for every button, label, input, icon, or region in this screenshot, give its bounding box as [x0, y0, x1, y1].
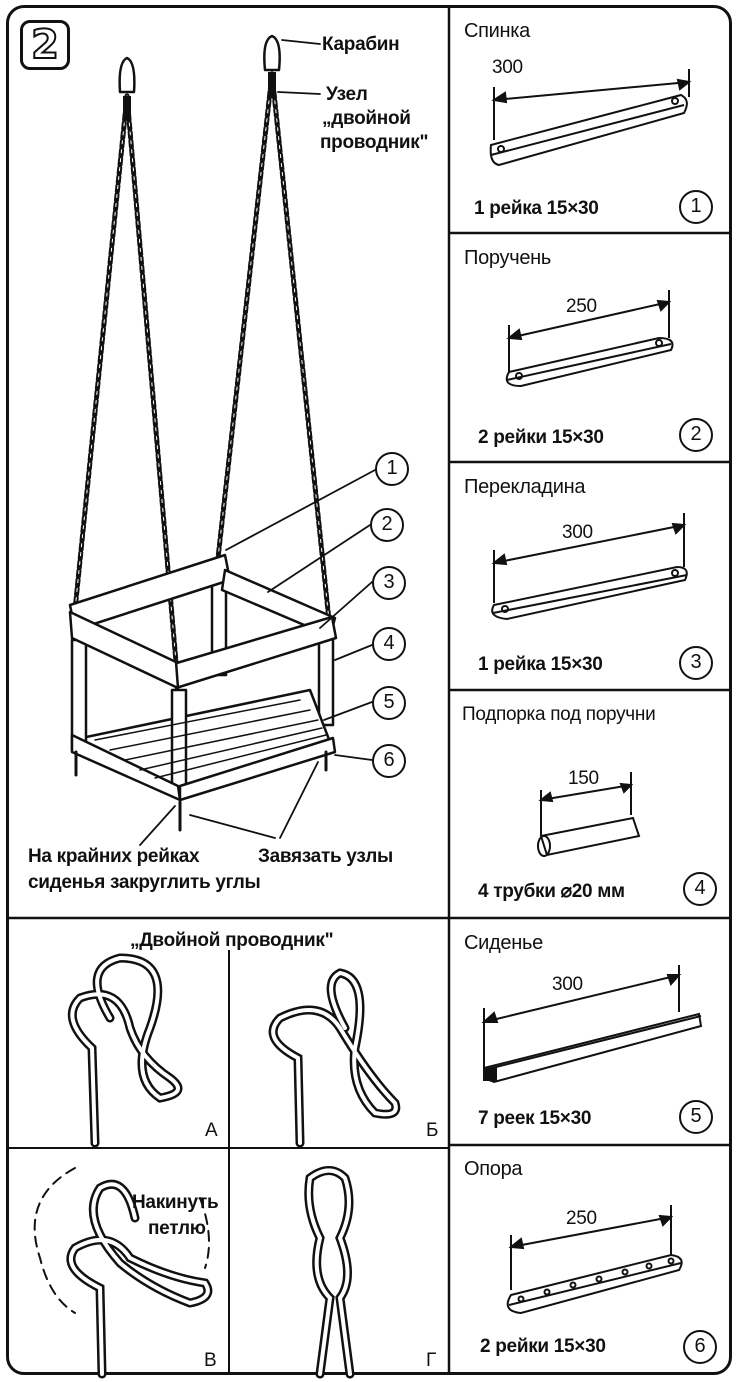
callout-3: 3 — [372, 566, 406, 600]
part-4-title: Подпорка под поручни — [462, 704, 656, 725]
part-5-drawing — [481, 965, 703, 1084]
part-2-spec: 2 рейки 15×30 — [478, 427, 604, 448]
label-corners-line1: На крайних рейках — [28, 846, 200, 867]
callout-6: 6 — [372, 744, 406, 778]
part-2-drawing — [505, 290, 674, 388]
knot-loop-note-line1: Накинуть — [132, 1192, 219, 1213]
knot-title: „Двойной проводник" — [130, 930, 334, 951]
part-4-number: 4 — [683, 872, 717, 906]
part-6-spec: 2 рейки 15×30 — [480, 1336, 606, 1357]
knot-step-label-a: А — [205, 1120, 218, 1141]
part-1-dimension: 300 — [492, 57, 523, 78]
part-4-dimension: 150 — [568, 768, 599, 789]
part-2-number: 2 — [679, 418, 713, 452]
part-3-spec: 1 рейка 15×30 — [478, 654, 603, 675]
part-3-dimension: 300 — [562, 522, 593, 543]
knot-step-a-drawing — [67, 953, 183, 1148]
part-6-drawing — [506, 1205, 683, 1315]
callout-1: 1 — [375, 452, 409, 486]
label-knot-line2: „двойной — [322, 108, 411, 129]
label-tie-knots: Завязать узлы — [258, 846, 393, 867]
label-knot-line3: проводник" — [320, 132, 429, 153]
part-3-drawing — [491, 513, 688, 621]
part-5-title: Сиденье — [464, 932, 543, 954]
knot-step-label-c: В — [204, 1350, 217, 1371]
knot-illustrations — [33, 953, 401, 1379]
part-5-number: 5 — [679, 1100, 713, 1134]
knot-loop-note-line2: петлю — [148, 1218, 206, 1239]
figure-number-badge: 2 — [20, 20, 70, 70]
part-1-drawing — [489, 69, 692, 167]
part-1-spec: 1 рейка 15×30 — [474, 198, 599, 219]
part-3-number: 3 — [679, 646, 713, 680]
part-4-drawing — [537, 772, 641, 857]
label-knot-line1: Узел — [326, 84, 368, 105]
swing-illustration — [68, 34, 376, 846]
part-2-title: Поручень — [464, 247, 552, 269]
label-corners-line2: сиденья закруглить углы — [28, 872, 261, 893]
part-1-number: 1 — [679, 190, 713, 224]
knot-step-label-d: Г — [426, 1350, 436, 1371]
part-6-number: 6 — [683, 1330, 717, 1364]
part-2-dimension: 250 — [566, 296, 597, 317]
part-3-title: Перекладина — [464, 476, 586, 498]
part-4-spec: 4 трубки ⌀20 мм — [478, 881, 625, 902]
carabiner-left — [118, 56, 136, 94]
carabiner-right — [263, 34, 281, 72]
part-5-dimension: 300 — [552, 974, 583, 995]
callout-2: 2 — [370, 508, 404, 542]
callout-4: 4 — [372, 627, 406, 661]
label-carabiner: Карабин — [322, 34, 400, 55]
knot-step-label-b: Б — [426, 1120, 439, 1141]
part-6-title: Опора — [464, 1158, 523, 1180]
callout-5: 5 — [372, 686, 406, 720]
part-1-title: Спинка — [464, 20, 531, 42]
part-6-dimension: 250 — [566, 1208, 597, 1229]
part-5-spec: 7 реек 15×30 — [478, 1108, 592, 1129]
